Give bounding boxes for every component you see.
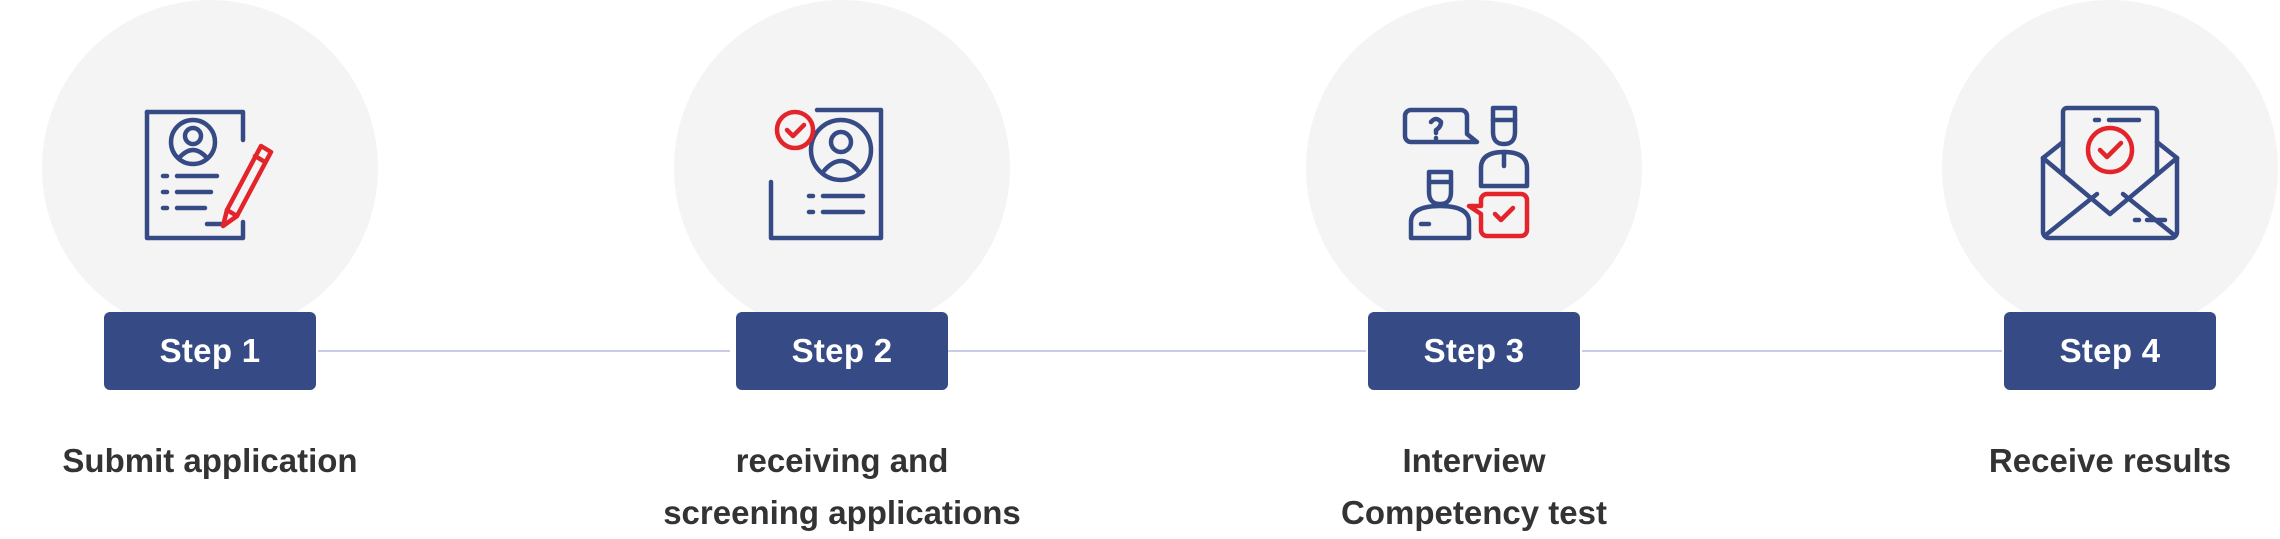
step-2-circle: [674, 0, 1010, 336]
application-form-pencil-icon: [135, 96, 285, 246]
step-4-badge: Step 4: [2004, 312, 2216, 390]
connector-line-1-2: [318, 350, 730, 352]
step-3-label-line-2: Competency test: [1341, 494, 1607, 531]
step-3-circle: [1306, 0, 1642, 336]
step-2-label-line-1: receiving and: [735, 442, 949, 479]
step-3: Step 3 Interview Competency test: [1264, 0, 1684, 538]
step-4-label-line-1: Receive results: [1988, 442, 2232, 479]
envelope-approved-letter-icon: [2035, 96, 2185, 246]
step-2-badge: Step 2: [736, 312, 948, 390]
step-1: Step 1 Submit application: [0, 0, 420, 538]
step-3-label: Interview Competency test: [1264, 435, 1684, 539]
step-4-circle: [1942, 0, 2278, 336]
interview-chat-icon: [1399, 96, 1549, 246]
step-3-label-line-1: Interview: [1402, 442, 1546, 479]
step-1-label-line-1: Submit application: [62, 442, 358, 479]
step-1-badge: Step 1: [104, 312, 316, 390]
step-2: Step 2 receiving and screening applicati…: [632, 0, 1052, 538]
connector-line-2-3: [946, 350, 1366, 352]
step-3-badge: Step 3: [1368, 312, 1580, 390]
step-1-circle: [42, 0, 378, 336]
step-1-label: Submit application: [0, 435, 420, 487]
approved-profile-document-icon: [767, 96, 917, 246]
step-2-label: receiving and screening applications: [632, 435, 1052, 539]
step-4: Step 4 Receive results: [1900, 0, 2280, 538]
connector-line-3-4: [1582, 350, 2002, 352]
step-4-label: Receive results: [1900, 435, 2280, 487]
step-2-label-line-2: screening applications: [663, 494, 1021, 531]
